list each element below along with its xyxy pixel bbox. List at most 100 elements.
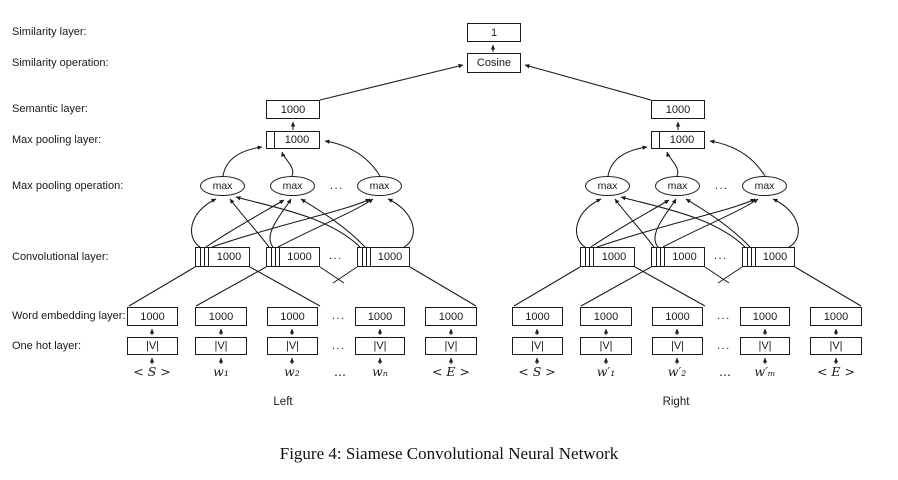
conv-box-right-2: 1000: [651, 247, 705, 267]
word-token-left-4: wₙ: [372, 364, 388, 379]
onehot-box-left-1: |V|: [127, 337, 178, 355]
onehot-box-right-1: |V|: [512, 337, 563, 355]
embedding-box-left-4: 1000: [355, 307, 405, 326]
max-op-left-2: max: [270, 176, 315, 196]
feature-map-divider: [585, 248, 586, 266]
left-semantic-to-cosine-arrow: [319, 63, 464, 101]
word-token-right-3: w′₂: [667, 364, 687, 379]
max-op-right-1: max: [585, 176, 630, 196]
feature-map-divider: [274, 132, 275, 148]
feature-map-divider: [271, 248, 272, 266]
feature-map-divider: [747, 248, 748, 266]
feature-map-divider: [656, 248, 657, 266]
feature-map-divider: [370, 248, 371, 266]
maxpool-value: 1000: [284, 134, 310, 146]
max-op-left-1: max: [200, 176, 245, 196]
max-op-ellipsis-left: ...: [330, 180, 344, 192]
semantic-box-right: 1000: [651, 100, 705, 119]
feature-map-divider: [660, 248, 661, 266]
onehot-box-right-5: |V|: [810, 337, 862, 355]
similarity-operation-box: Cosine: [467, 53, 521, 73]
figure-caption: Figure 4: Siamese Convolutional Neural N…: [279, 444, 619, 463]
embedding-ellipsis-left: ...: [332, 310, 346, 322]
embedding-box-right-4: 1000: [740, 307, 790, 326]
word-token-left-2: w₁: [213, 364, 229, 379]
word-token-right-5: < E >: [816, 364, 856, 379]
label-max-pooling-layer: Max pooling layer:: [12, 134, 102, 146]
conv-box-left-3: 1000: [357, 247, 410, 267]
embedding-box-right-3: 1000: [652, 307, 703, 326]
word-token-right-4: w′ₘ: [754, 364, 776, 379]
onehot-ellipsis-right: ...: [717, 340, 731, 352]
embedding-box-left-1: 1000: [127, 307, 178, 326]
word-token-left-1: < S >: [133, 364, 171, 379]
word-ellipsis-left: ...: [334, 364, 346, 379]
feature-map-divider: [593, 248, 594, 266]
feature-map-divider: [659, 132, 660, 148]
feature-map-divider: [751, 248, 752, 266]
onehot-box-right-3: |V|: [652, 337, 703, 355]
conv-box-right-1: 1000: [580, 247, 635, 267]
branch-label-left: Left: [273, 396, 293, 408]
label-word-embedding-layer: Word embedding layer:: [12, 310, 126, 322]
feature-map-divider: [204, 248, 205, 266]
label-similarity-layer: Similarity layer:: [12, 26, 87, 38]
label-similarity-operation: Similarity operation:: [12, 57, 109, 69]
right-branch-wires: [514, 122, 861, 364]
label-semantic-layer: Semantic layer:: [12, 103, 88, 115]
feature-map-divider: [275, 248, 276, 266]
conv-box-right-3: 1000: [742, 247, 795, 267]
embedding-box-right-5: 1000: [810, 307, 862, 326]
feature-map-divider: [208, 248, 209, 266]
conv-ellipsis-right: ...: [714, 250, 728, 262]
embedding-box-left-3: 1000: [267, 307, 318, 326]
maxpool-box-left: 1000: [266, 131, 320, 149]
onehot-box-left-5: |V|: [425, 337, 477, 355]
max-op-right-2: max: [655, 176, 700, 196]
conv-ellipsis-left: ...: [329, 250, 343, 262]
maxpool-box-right: 1000: [651, 131, 705, 149]
word-token-right-2: w′₁: [596, 364, 616, 379]
onehot-box-right-4: |V|: [740, 337, 790, 355]
feature-map-divider: [664, 248, 665, 266]
semantic-box-left: 1000: [266, 100, 320, 119]
embedding-box-right-2: 1000: [580, 307, 632, 326]
max-op-ellipsis-right: ...: [715, 180, 729, 192]
top-wires: [319, 44, 652, 101]
conv-box-left-2: 1000: [266, 247, 320, 267]
label-one-hot-layer: One hot layer:: [12, 340, 82, 352]
label-convolutional-layer: Convolutional layer:: [12, 251, 109, 263]
onehot-box-left-2: |V|: [195, 337, 247, 355]
max-op-left-3: max: [357, 176, 402, 196]
maxpool-value: 1000: [669, 134, 695, 146]
feature-map-divider: [589, 248, 590, 266]
conv-value: 1000: [601, 251, 627, 263]
embedding-box-left-2: 1000: [195, 307, 247, 326]
branch-label-right: Right: [662, 396, 690, 408]
conv-value: 1000: [287, 251, 312, 263]
word-token-right-1: < S >: [518, 364, 556, 379]
feature-map-divider: [755, 248, 756, 266]
onehot-box-right-2: |V|: [580, 337, 632, 355]
conv-value: 1000: [216, 251, 242, 263]
embedding-box-left-5: 1000: [425, 307, 477, 326]
conv-value: 1000: [377, 251, 403, 263]
feature-map-divider: [366, 248, 367, 266]
similarity-output-box: 1: [467, 23, 521, 42]
conv-value: 1000: [762, 251, 788, 263]
feature-map-divider: [279, 248, 280, 266]
embedding-box-right-1: 1000: [512, 307, 563, 326]
feature-map-divider: [362, 248, 363, 266]
word-ellipsis-right: ...: [719, 364, 731, 379]
conv-value: 1000: [672, 251, 697, 263]
right-semantic-to-cosine-arrow: [524, 64, 652, 101]
word-token-left-5: < E >: [431, 364, 471, 379]
onehot-box-left-3: |V|: [267, 337, 318, 355]
left-branch-wires: [129, 122, 476, 364]
feature-map-divider: [200, 248, 201, 266]
max-op-right-3: max: [742, 176, 787, 196]
word-token-left-3: w₂: [284, 364, 300, 379]
conv-box-left-1: 1000: [195, 247, 250, 267]
